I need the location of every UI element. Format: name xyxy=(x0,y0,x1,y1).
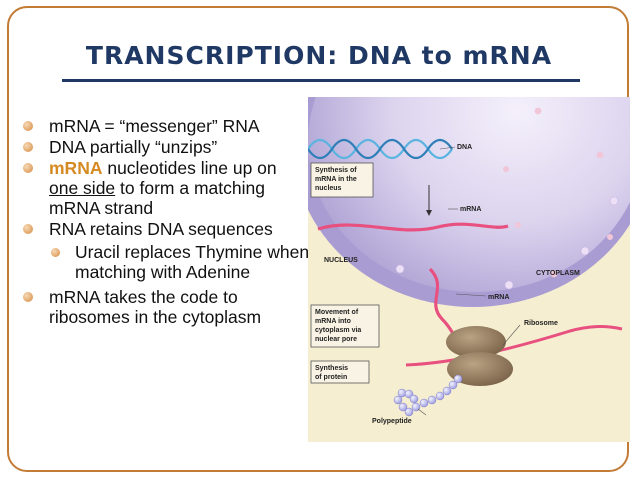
bullet-item: mRNA nucleotides line up on one side to … xyxy=(20,158,310,218)
box-text: nuclear pore xyxy=(315,336,357,343)
bullet-icon xyxy=(23,292,33,302)
nuclear-pore xyxy=(395,264,405,274)
ribosome-small-subunit xyxy=(447,352,513,386)
nuclear-pores xyxy=(395,196,619,290)
label-box-synthesis-mrna xyxy=(310,162,374,198)
underlined-term: one side xyxy=(49,178,116,198)
polypeptide-chain xyxy=(393,374,463,417)
box-text: mRNA into xyxy=(315,318,351,325)
box-text: mRNA in the xyxy=(315,176,357,183)
nuclear-pore xyxy=(580,246,590,256)
label-dna: DNA xyxy=(457,144,472,151)
diagram-svg: Synthesis of mRNA in the nucleus Movemen… xyxy=(308,97,630,442)
amino-acid xyxy=(397,388,407,398)
dna-helix xyxy=(308,138,453,160)
leader-line xyxy=(439,146,456,150)
leader-line xyxy=(502,324,521,346)
label-cytoplasm: CYTOPLASM xyxy=(536,270,580,277)
nuclear-pore xyxy=(609,196,619,206)
leader-line xyxy=(455,293,487,297)
leader-lines xyxy=(417,146,521,416)
dot xyxy=(515,222,521,228)
ribosome-large-subunit xyxy=(446,326,506,358)
amino-acid xyxy=(419,398,429,408)
dot xyxy=(607,234,613,240)
bullet-icon xyxy=(23,163,33,173)
amino-acid xyxy=(427,395,437,405)
bullet-item: DNA partially “unzips” xyxy=(20,137,310,157)
bullet-icon xyxy=(23,224,33,234)
dot xyxy=(596,151,604,159)
box-text: of protein xyxy=(315,374,347,381)
label-polypeptide: Polypeptide xyxy=(372,418,412,425)
bullet-text: mRNA takes the code to ribosomes in the … xyxy=(49,287,262,327)
amino-acid xyxy=(442,386,452,396)
mrna-strand-nucleus xyxy=(317,222,509,232)
amino-acid xyxy=(448,380,458,390)
leader-line xyxy=(417,408,427,416)
bullet-item: RNA retains DNA sequences xyxy=(20,219,310,239)
transcription-diagram: Synthesis of mRNA in the nucleus Movemen… xyxy=(308,97,630,442)
bullet-icon xyxy=(23,121,33,131)
label-nucleus: NUCLEUS xyxy=(324,257,358,264)
label-mrna-cytoplasm: mRNA xyxy=(488,294,509,301)
amino-acid xyxy=(398,402,408,412)
box-text: nucleus xyxy=(315,185,342,192)
bullet-text: DNA partially “unzips” xyxy=(49,137,218,157)
bullet-text: nucleotides line up on xyxy=(102,158,277,178)
amino-acid xyxy=(435,391,445,401)
bullet-item: mRNA = “messenger” RNA xyxy=(20,116,310,136)
label-box-synthesis-protein xyxy=(310,360,370,384)
label-mrna-nucleus: mRNA xyxy=(460,206,481,213)
mrna-strand-cytoplasm xyxy=(405,325,623,367)
title-underline xyxy=(62,79,580,82)
arrow-head xyxy=(426,210,432,216)
sub-bullet-text: Uracil replaces Thymine when matching wi… xyxy=(75,242,310,282)
bullet-text: to form a matching mRNA strand xyxy=(49,178,265,218)
amino-acid xyxy=(453,374,463,384)
nucleus-interior xyxy=(308,97,630,292)
amino-acid xyxy=(409,394,419,404)
dot xyxy=(503,166,509,172)
box-text: Synthesis of xyxy=(315,167,357,174)
amino-acid xyxy=(404,407,414,417)
label-box-movement xyxy=(310,304,380,348)
nuclear-pore xyxy=(504,280,514,290)
decorative-dots xyxy=(503,107,613,278)
dna-strand xyxy=(308,138,453,160)
box-text: Movement of xyxy=(315,309,359,316)
bullet-list: mRNA = “messenger” RNA DNA partially “un… xyxy=(20,116,310,328)
sub-bullet-icon xyxy=(51,248,60,257)
bullet-text: mRNA = “messenger” RNA xyxy=(49,116,260,136)
slide-title: TRANSCRIPTION: DNA to mRNA xyxy=(85,41,553,70)
bullet-item: mRNA takes the code to ribosomes in the … xyxy=(20,287,310,327)
bullet-text: RNA retains DNA sequences xyxy=(49,219,273,239)
dot xyxy=(550,270,558,278)
sub-bullet-item: Uracil replaces Thymine when matching wi… xyxy=(46,242,310,282)
box-text: Synthesis xyxy=(315,365,348,372)
label-ribosome: Ribosome xyxy=(524,320,558,327)
dot xyxy=(534,107,542,115)
amino-acid xyxy=(393,395,403,405)
box-text: cytoplasm via xyxy=(315,327,361,334)
highlighted-term: mRNA xyxy=(49,158,103,178)
bullet-icon xyxy=(23,142,33,152)
